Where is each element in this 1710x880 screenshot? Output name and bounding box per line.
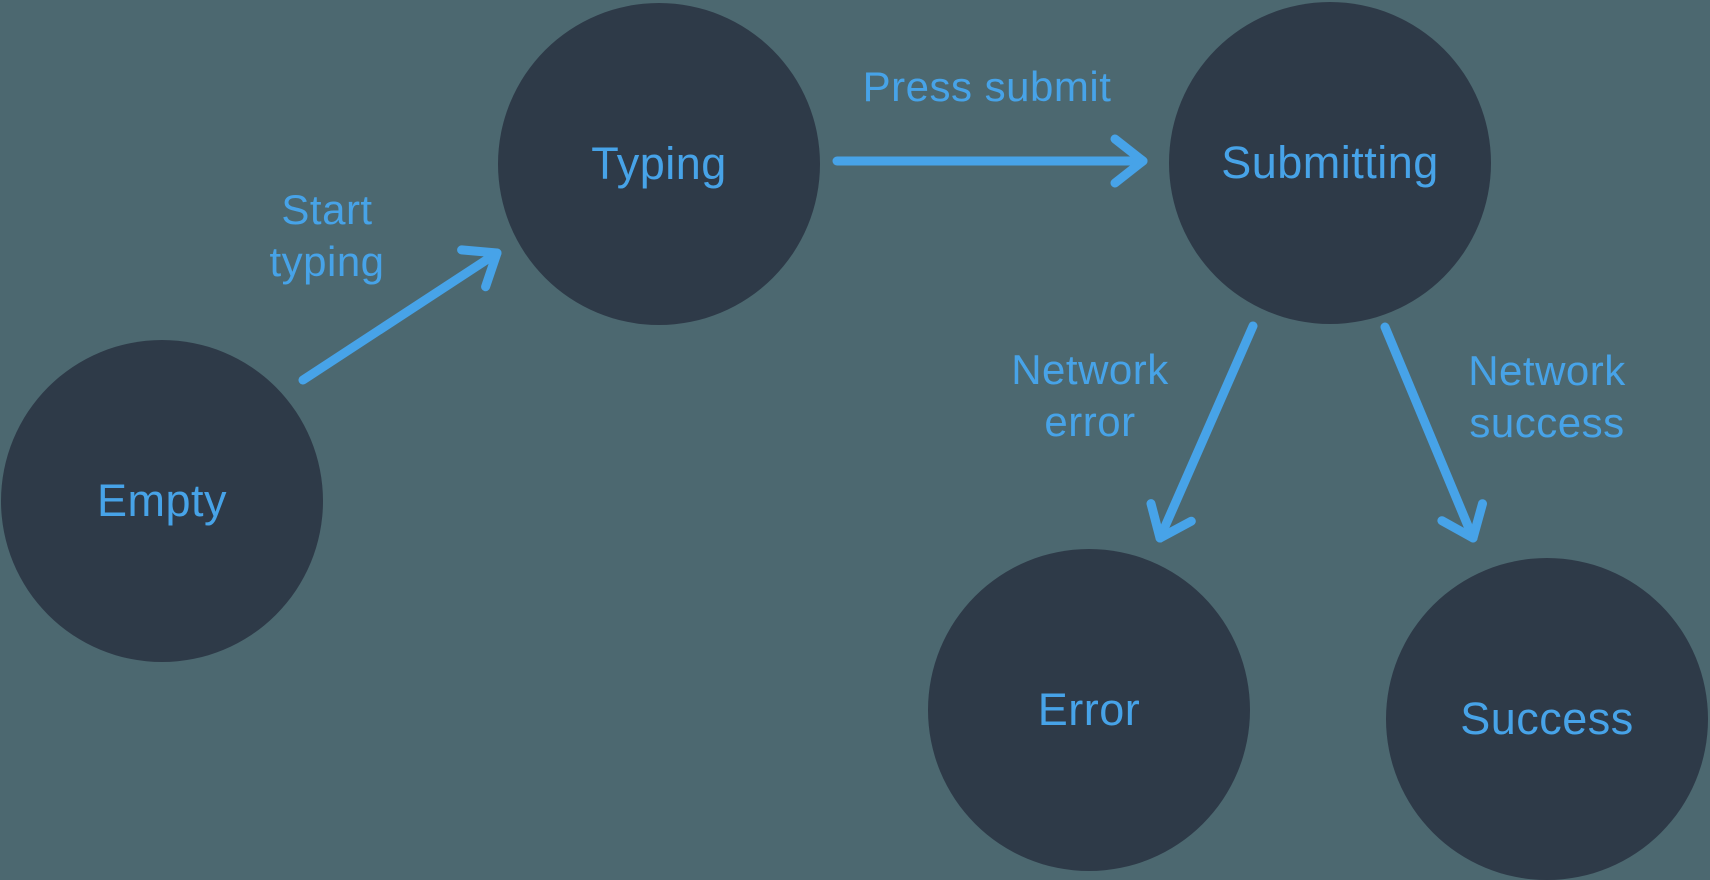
state-node-typing: Typing [498, 3, 820, 325]
arrow-press-submit [832, 134, 1148, 188]
state-label-empty: Empty [96, 475, 228, 526]
state-node-success: Success [1386, 558, 1708, 880]
state-node-error: Error [928, 549, 1250, 871]
state-node-empty: Empty [1, 340, 323, 662]
state-label-typing: Typing [591, 138, 727, 189]
state-node-submitting: Submitting [1169, 2, 1491, 324]
state-label-success: Success [1460, 693, 1634, 744]
state-label-error: Error [1037, 684, 1141, 735]
edge-label-network-error: Network error [1011, 346, 1169, 445]
state-label-submitting: Submitting [1221, 137, 1439, 188]
edge-label-network-success: Network success [1468, 347, 1626, 446]
edge-label-start-typing: Start typing [269, 186, 385, 285]
edge-label-press-submit: Press submit [862, 63, 1112, 110]
